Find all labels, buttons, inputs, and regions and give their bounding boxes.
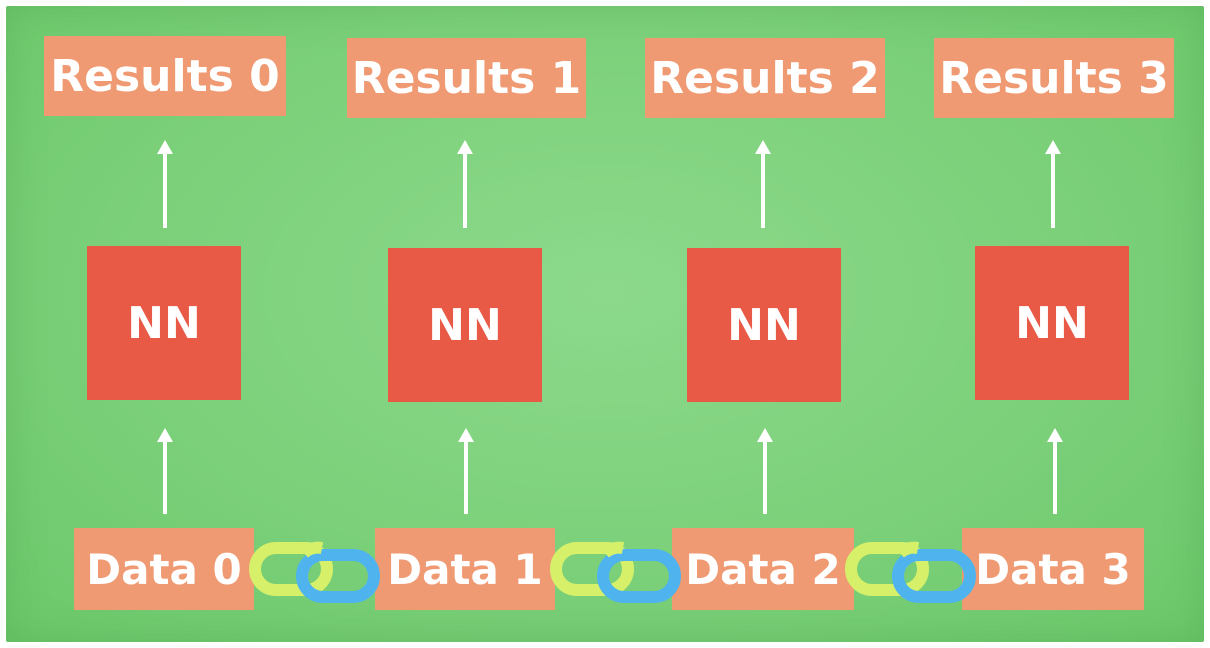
results-box-3: Results 3	[934, 38, 1174, 118]
results-box-0: Results 0	[44, 36, 286, 116]
arrow-up-icon	[755, 140, 771, 228]
arrow-up-icon	[457, 140, 473, 228]
results-box-2: Results 2	[645, 38, 885, 118]
nn-box-1: NN	[388, 248, 542, 402]
nn-box-2: NN	[687, 248, 841, 402]
results-box-1: Results 1	[347, 38, 586, 118]
data-box-3: Data 3	[962, 528, 1144, 610]
data-box-0: Data 0	[74, 528, 254, 610]
arrow-up-icon	[1047, 428, 1063, 514]
arrow-up-icon	[458, 428, 474, 514]
arrow-up-icon	[157, 140, 173, 228]
data-box-1: Data 1	[375, 528, 555, 610]
arrow-up-icon	[757, 428, 773, 514]
arrow-up-icon	[157, 428, 173, 514]
nn-box-3: NN	[975, 246, 1129, 400]
arrow-up-icon	[1045, 140, 1061, 228]
nn-box-0: NN	[87, 246, 241, 400]
data-box-2: Data 2	[672, 528, 854, 610]
